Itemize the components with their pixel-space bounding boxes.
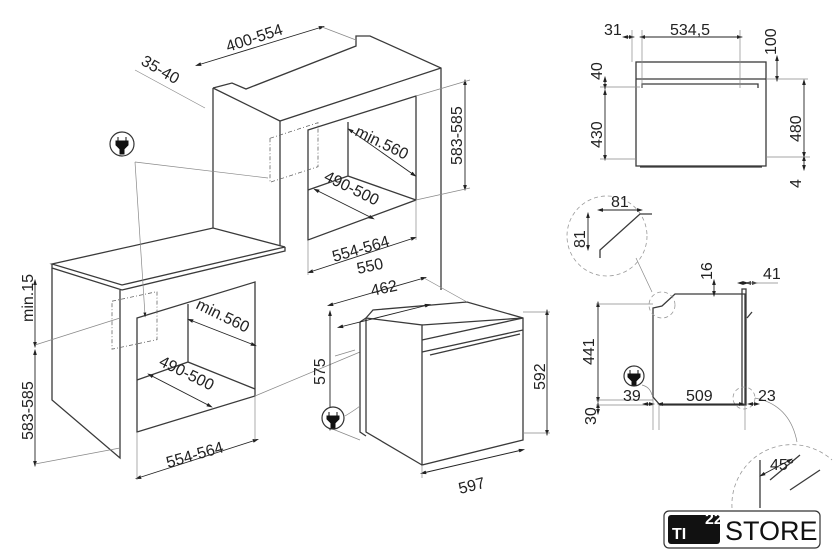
dim-column-inner-depth: 490-500 [321, 168, 381, 209]
dim-bottom: 30 [583, 407, 600, 425]
dim-door-depth: 41 [763, 266, 781, 283]
logo-superscript: 22 [705, 511, 723, 528]
dim-back-gap: 35-40 [138, 53, 182, 88]
left-dimension-labels: 400-554 35-40 583-585 min.560 490-500 55… [20, 21, 466, 471]
dim-under-inner-depth: 490-500 [156, 353, 216, 394]
dim-angle: 45° [770, 457, 794, 474]
dim-front: 23 [758, 388, 776, 405]
dim-column-depth: min.560 [352, 123, 411, 163]
dim-bottom-gap: 4 [788, 179, 805, 188]
dim-panel-height: 40 [589, 62, 606, 80]
dim-rear: 39 [623, 388, 641, 405]
logo-name: STORE [725, 516, 818, 546]
dim-depth-body: 462 [369, 278, 399, 300]
dim-body-height: 575 [312, 358, 329, 385]
oven-perspective [334, 301, 524, 466]
power-plug-icon [321, 405, 361, 430]
dim-column-height: 583-585 [449, 106, 466, 165]
dim-depth-total: 550 [355, 256, 385, 278]
dim-top-offset: 100 [763, 28, 780, 55]
oven-dimensions: 550 462 575 592 597 [312, 256, 550, 498]
dim-chamfer-width: 81 [611, 194, 629, 211]
front-view-dimensions: 31 534,5 100 40 430 480 4 [589, 22, 810, 188]
oven-front-view [635, 61, 767, 168]
dim-inner-width: 534,5 [670, 22, 710, 39]
dim-side-offset: 31 [604, 22, 622, 39]
power-plug-icon [109, 131, 135, 157]
dim-chamfer-height: 81 [572, 230, 589, 248]
dim-top-width: 400-554 [224, 21, 285, 55]
power-plug-icon [623, 365, 653, 396]
tistore-logo: TI 22 STORE [663, 510, 821, 549]
logo-brand: TI [672, 526, 686, 543]
side-view-dimensions: 81 81 16 41 441 30 39 509 23 45° [572, 194, 794, 477]
left-dimensions [33, 26, 471, 480]
dim-under-depth: min.560 [193, 296, 252, 336]
dim-front-width: 597 [457, 475, 487, 498]
dim-under-width: 554-564 [164, 439, 225, 472]
dim-top-gap: 16 [699, 262, 716, 280]
dim-under-height: 583-585 [20, 381, 37, 440]
dim-body-height: 480 [788, 115, 805, 142]
dim-counter-gap: min.15 [20, 274, 37, 322]
tall-column-cabinet [212, 35, 442, 290]
dim-depth: 509 [686, 388, 713, 405]
base-cabinet [49, 227, 286, 460]
dim-front-height: 592 [532, 363, 549, 390]
dim-door-height: 430 [589, 121, 606, 148]
dim-height: 441 [581, 338, 598, 365]
